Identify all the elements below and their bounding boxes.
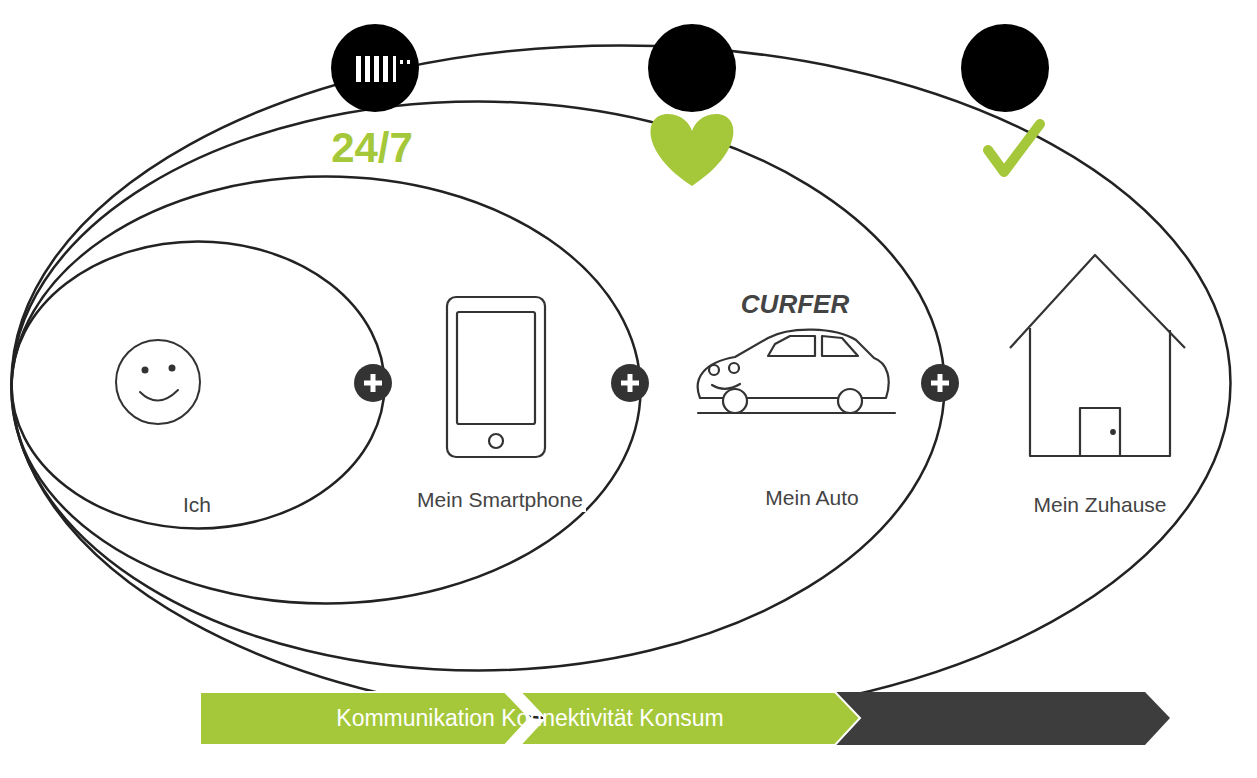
ellipse-region: Mein Smartphone Ich [10, 175, 642, 605]
check-icon [988, 124, 1040, 172]
ellipse-outline [10, 240, 386, 530]
region-label-holder: Mein Zuhause [1030, 493, 1169, 517]
car-icon [698, 330, 895, 413]
brand-label: CURFER [741, 290, 849, 320]
ellipse-region: Ich [10, 240, 386, 530]
smartphone-icon [447, 297, 545, 457]
region-label: Mein Smartphone [414, 488, 586, 512]
region-label-holder: Mein Auto [762, 486, 861, 510]
region-label-holder: Ich [180, 493, 214, 517]
slogan-label: 24/7 [331, 124, 413, 172]
plus-circles [354, 364, 959, 402]
chevron-bar [200, 692, 1170, 745]
process-label: Kommunikation Konnektivität Konsum [336, 705, 723, 731]
house-icon [1010, 255, 1185, 456]
ellipse-outline [10, 175, 642, 605]
ellipse-line [12, 46, 1231, 721]
label-holder: Kommunikation Konnektivität Konsum [336, 705, 723, 731]
label-holder: CURFER [741, 290, 849, 320]
region-label: Ich [180, 493, 214, 517]
ellipse-line [12, 177, 641, 604]
heart-icon [651, 114, 734, 186]
region-label: Mein Auto [762, 486, 861, 510]
label-holder: 24/7 [331, 124, 413, 172]
ellipse-line [12, 102, 945, 671]
top-circles [331, 24, 1049, 112]
smiley-face [116, 340, 200, 424]
region-label: Mein Zuhause [1030, 493, 1169, 517]
ellipse-line [12, 242, 385, 529]
ellipse-region: Mein Auto Mein Smartphone Ich [10, 100, 946, 672]
region-label-holder: Mein Smartphone [414, 488, 586, 512]
ellipse-outline [10, 100, 946, 672]
